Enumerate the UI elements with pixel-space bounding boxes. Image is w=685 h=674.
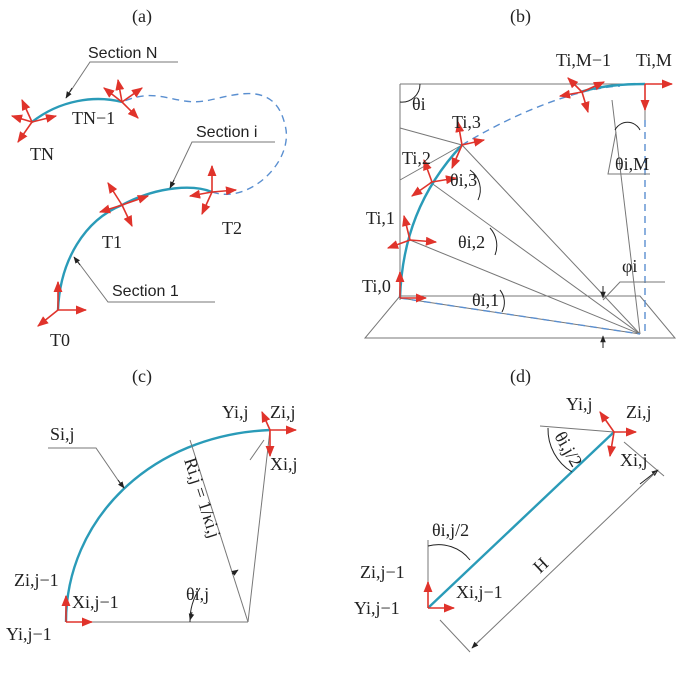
frame-tn-1 <box>103 78 143 119</box>
label-theta-half-bottom: θi,j/2 <box>432 520 469 540</box>
panel-label-b: (b) <box>510 6 531 27</box>
label-d-x-ij-1: Xi,j−1 <box>456 582 503 602</box>
label-z-ij-1: Zi,j−1 <box>14 570 59 590</box>
section-n-curve <box>31 97 123 123</box>
label-d-y-ij-1: Yi,j−1 <box>354 598 400 618</box>
label-ti3: Ti,3 <box>452 112 481 132</box>
arc-theta-bottom <box>427 544 471 561</box>
label-r-ij: Ri,j = 1/κi,j <box>180 455 225 540</box>
panel-d: Yi,j Zi,j θi,j/2 Xi,j θi,j/2 H Zi,j−1 Xi… <box>354 394 665 653</box>
leader-s-ij <box>48 447 123 487</box>
radius-line <box>247 429 271 623</box>
dashed-base <box>399 297 641 335</box>
panel-label-d: (d) <box>510 366 531 387</box>
label-t2: T2 <box>222 218 242 238</box>
label-d-z-ij: Zi,j <box>626 402 652 422</box>
label-tn-1: TN−1 <box>72 108 115 128</box>
label-d-z-ij-1: Zi,j−1 <box>360 562 405 582</box>
label-h: H <box>529 553 552 576</box>
arc-theta-i3 <box>469 169 481 201</box>
leader-section-1 <box>77 261 215 303</box>
label-theta-i3: θi,3 <box>450 170 477 190</box>
frame-ij <box>261 410 298 458</box>
frame-tn <box>10 98 58 143</box>
label-t0: T0 <box>50 330 70 350</box>
label-t1: T1 <box>102 232 122 252</box>
base-plane <box>363 295 677 339</box>
chord-segment <box>427 431 615 609</box>
h-dim-line <box>475 471 657 645</box>
arc-theta-i2 <box>489 227 498 256</box>
frame-t0 <box>37 280 88 327</box>
frame-ij-1 <box>61 594 94 627</box>
frame-d-ij <box>599 411 638 458</box>
label-tn: TN <box>30 144 54 164</box>
label-x-ij-1: Xi,j−1 <box>72 592 119 612</box>
dashed-continuation <box>121 92 288 195</box>
label-theta-i1: θi,1 <box>472 290 499 310</box>
arc-theta-i <box>399 83 421 103</box>
section-i-curve <box>121 186 213 207</box>
frame-ti3 <box>451 120 486 170</box>
panel-c: Yi,j Zi,j Si,j Xi,j Ri,j = 1/κi,j θi,j Z… <box>6 402 298 644</box>
frame-ti2 <box>411 158 458 197</box>
frame-tim-1 <box>558 77 606 114</box>
label-ti2: Ti,2 <box>402 148 431 168</box>
label-theta-ij: θi,j <box>186 584 209 604</box>
top-ref <box>539 425 615 433</box>
label-section-i: Section i <box>196 124 257 141</box>
leader-phi-i <box>602 281 665 301</box>
dashed-arc <box>461 85 621 146</box>
label-d-x-ij: Xi,j <box>620 450 648 470</box>
label-y-ij-1: Yi,j−1 <box>6 624 52 644</box>
arc-theta-i1 <box>499 289 505 313</box>
panel-b: Ti,M−1 Ti,M θi Ti,3 Ti,2 θi,3 θi,M Ti,1 … <box>362 50 677 348</box>
arc-theta-im <box>614 121 641 131</box>
h-ext-bottom <box>439 619 471 653</box>
label-section-n: Section N <box>88 45 157 62</box>
arc-theta-top <box>547 427 573 473</box>
label-y-ij: Yi,j <box>222 402 249 422</box>
frame-ti0 <box>395 270 428 303</box>
leader-theta-im <box>607 131 650 175</box>
label-theta-i: θi <box>412 94 426 114</box>
leader-section-n <box>69 61 178 93</box>
frame-d-ij-1 <box>423 580 456 613</box>
label-ti1: Ti,1 <box>366 208 395 228</box>
label-d-y-ij: Yi,j <box>566 394 593 414</box>
frame-t1 <box>98 182 150 228</box>
label-theta-i2: θi,2 <box>458 232 485 252</box>
panel-a: Section N Section i Section 1 TN−1 TN T1… <box>10 45 288 350</box>
label-phi-i: φi <box>622 256 637 276</box>
label-x-ij: Xi,j <box>270 454 298 474</box>
label-ti0: Ti,0 <box>362 276 391 296</box>
label-s-ij: Si,j <box>50 424 75 444</box>
label-theta-im: θi,M <box>615 154 649 174</box>
label-tim: Ti,M <box>636 50 672 70</box>
label-section-1: Section 1 <box>112 283 179 300</box>
leader-section-i <box>171 141 275 185</box>
label-tim-1: Ti,M−1 <box>556 50 611 70</box>
panel-label-a: (a) <box>132 6 152 27</box>
arc-s-ij <box>64 428 271 623</box>
frame-ti1 <box>386 214 438 249</box>
panel-label-c: (c) <box>132 366 152 387</box>
label-z-ij: Zi,j <box>270 402 296 422</box>
r-line <box>189 439 249 623</box>
leader-x-ij <box>249 439 265 461</box>
frame-tim <box>640 79 674 112</box>
frame-t2 <box>188 164 238 216</box>
